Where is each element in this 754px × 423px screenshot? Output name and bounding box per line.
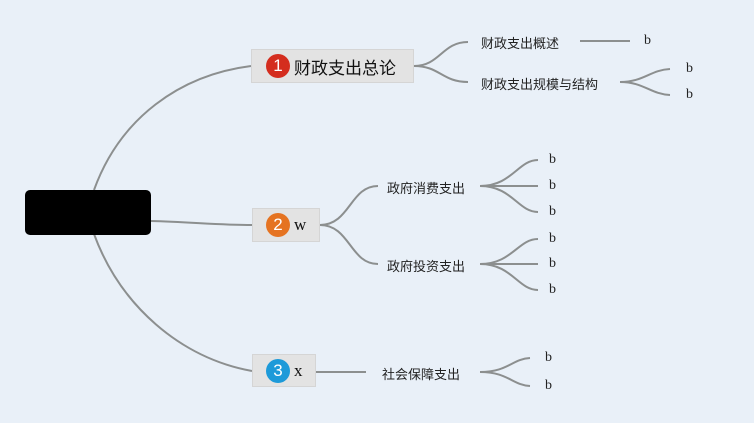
leaf-topic[interactable]: b (549, 256, 556, 271)
subtopic-fiscal-overview[interactable]: 财政支出概述 (481, 37, 560, 52)
branch-topic-2-label: w (294, 215, 307, 234)
leaf-topic[interactable]: b (686, 61, 693, 76)
leaf-topic[interactable]: b (545, 378, 552, 393)
number-badge-2: 2 (266, 213, 290, 237)
leaf-topic[interactable]: b (549, 152, 556, 167)
subtopic-government-investment[interactable]: 政府投资支出 (387, 260, 466, 275)
number-badge-1: 1 (266, 54, 290, 78)
root-topic[interactable] (25, 190, 151, 235)
subtopic-government-consumption[interactable]: 政府消费支出 (387, 182, 466, 197)
branch-topic-3-label: x (294, 360, 303, 380)
leaf-topic[interactable]: b (686, 87, 693, 102)
leaf-topic[interactable]: b (549, 204, 556, 219)
subtopic-fiscal-scale-structure[interactable]: 财政支出规模与结构 (481, 78, 599, 93)
leaf-topic[interactable]: b (644, 33, 651, 48)
branch-topic-2[interactable]: 2 w (252, 208, 320, 242)
number-badge-3: 3 (266, 358, 290, 383)
leaf-topic[interactable]: b (545, 350, 552, 365)
branch-topic-1-label: 财政支出总论 (294, 58, 396, 79)
subtopic-social-security[interactable]: 社会保障支出 (382, 368, 461, 383)
leaf-topic[interactable]: b (549, 231, 556, 246)
branch-topic-1[interactable]: 1 财政支出总论 (251, 49, 414, 83)
branch-topic-3[interactable]: 3 x (252, 354, 316, 387)
leaf-topic[interactable]: b (549, 178, 556, 193)
leaf-topic[interactable]: b (549, 282, 556, 297)
